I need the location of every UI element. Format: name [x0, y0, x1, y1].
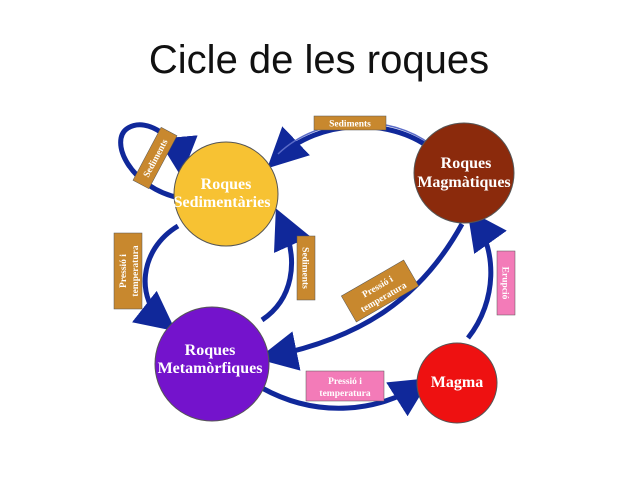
label-sediments-top-text: Sediments	[329, 120, 371, 130]
node-sedimentaries-line1: Roques	[201, 176, 252, 193]
label-sediments-mid-text: Sediments	[300, 247, 310, 289]
node-magmatiques: Roques Magmàtiques	[413, 122, 515, 224]
node-magma: Magma	[416, 342, 498, 424]
label-pressio-left-line2: temperatura	[131, 245, 141, 296]
node-magmatiques-line2: Magmàtiques	[417, 174, 510, 191]
label-pressio-left-line1: Pressió i	[119, 254, 129, 288]
label-sediments-top: Sediments	[313, 115, 387, 131]
page-title: Cicle de les roques	[148, 38, 490, 82]
node-metamorfiques-line1: Roques	[185, 342, 236, 359]
node-magma-label: Magma	[431, 374, 483, 391]
arrow-metamorfiques-to-magma	[260, 377, 431, 417]
label-sediments-loop: Sediments	[132, 126, 178, 190]
label-erupcio-text: Erupció	[500, 267, 510, 300]
label-erupcio: Erupció	[496, 250, 516, 316]
arrow-magma-to-magmatiques	[466, 209, 507, 340]
label-sediments-mid: Sediments	[296, 235, 316, 301]
node-sedimentaries-line2: Sedimentàries	[174, 194, 271, 211]
node-magmatiques-line1: Roques	[441, 155, 492, 172]
arrow-sedimentaries-to-metamorfiques	[131, 223, 180, 332]
label-pressio-bottom-line2: temperatura	[319, 389, 370, 399]
label-pressio-bottom-line1: Pressió i	[328, 377, 362, 387]
node-metamorfiques-line2: Metamòrfiques	[158, 360, 263, 377]
label-pressio-bottom: Pressió i temperatura	[305, 370, 385, 402]
arrow-magmatiques-to-metamorfiques	[257, 222, 465, 371]
node-metamorfiques: Roques Metamòrfiques	[154, 306, 270, 422]
arrow-metamorfiques-to-sedimentaries	[260, 208, 311, 323]
node-sedimentaries: Roques Sedimentàries	[173, 141, 279, 247]
label-pressio-left: Pressió i temperatura	[113, 232, 143, 310]
